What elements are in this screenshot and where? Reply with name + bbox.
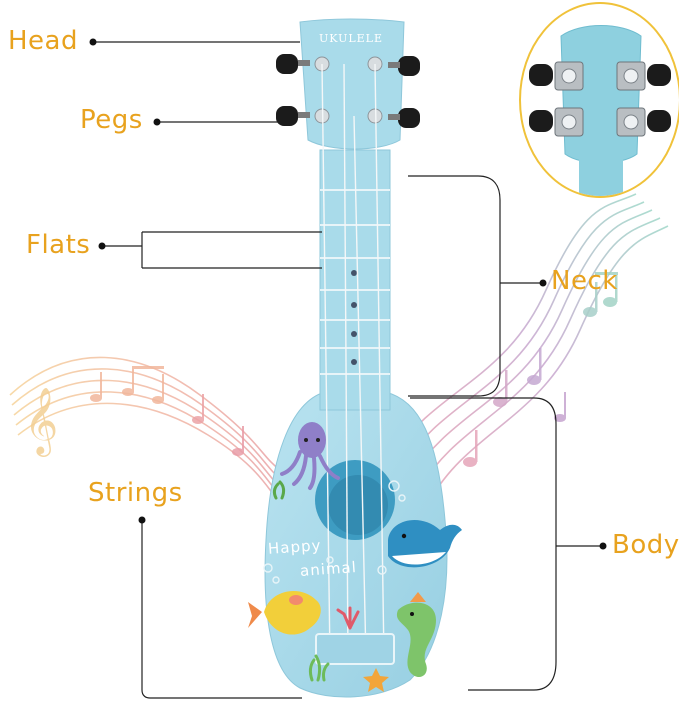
coral-decoration [336, 606, 360, 630]
starfish-decoration [363, 668, 389, 692]
label-strings: Strings [88, 478, 183, 508]
tuning-pegs [276, 54, 420, 128]
label-pegs: Pegs [80, 105, 143, 135]
seahorse-decoration [396, 592, 436, 678]
fish-decoration [248, 590, 321, 635]
seaweed-decoration [272, 480, 330, 682]
whale-decoration [388, 519, 462, 568]
label-body: Body [612, 530, 679, 560]
label-head: Head [8, 26, 78, 56]
headstock-closeup-illustration [529, 25, 671, 196]
leader-lines [93, 41, 603, 699]
headstock-closeup-inset [519, 2, 679, 198]
strings [321, 63, 385, 661]
bridge [315, 633, 395, 665]
label-neck: Neck [551, 266, 618, 296]
music-wave-right [395, 193, 669, 501]
music-wave-left [9, 356, 289, 511]
label-flats: Flats [26, 230, 91, 260]
music-notes-left: 𝄞 [24, 366, 244, 457]
music-notes-right [463, 272, 618, 467]
body-text-line-1: Happy [267, 536, 322, 558]
bubbles-decoration [263, 480, 406, 584]
octopus-decoration [280, 422, 340, 490]
headstock-brand: UKULELE [318, 32, 384, 45]
leader-dots [89, 38, 607, 550]
svg-text:𝄞: 𝄞 [24, 386, 58, 457]
fret-markers [351, 270, 357, 365]
